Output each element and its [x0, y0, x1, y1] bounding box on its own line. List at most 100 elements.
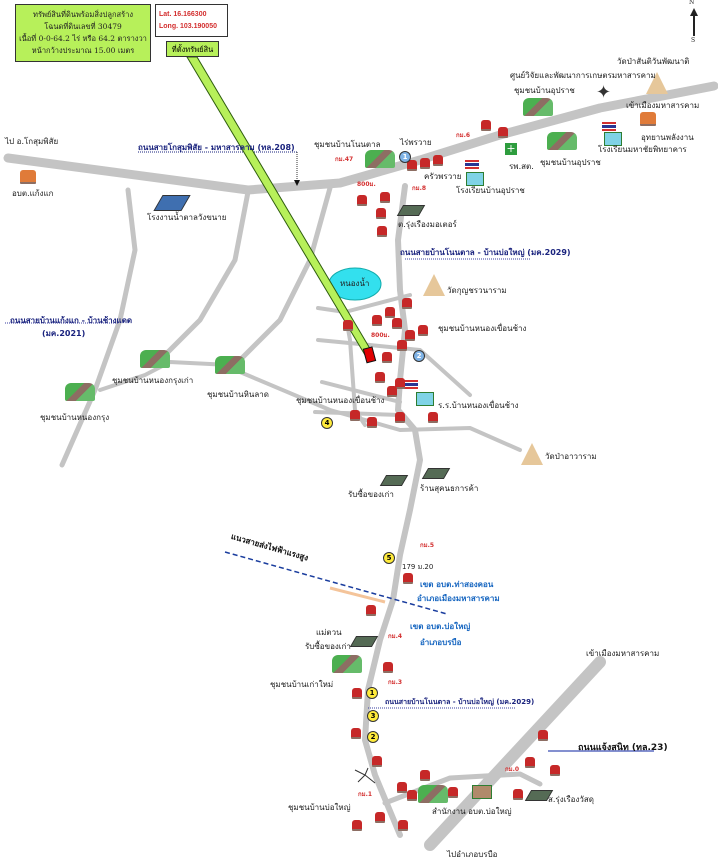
place-label: ชุมชนบ้านหนองกรุง [40, 413, 110, 422]
house-icon [433, 155, 443, 166]
house-icon [403, 573, 413, 584]
school-icon [604, 132, 622, 146]
place-label: โรงงานน้ำตาลวังขนาย [147, 213, 227, 222]
info-line: ทรัพย์สินที่ดินพร้อมสิ่งปลูกสร้าง [33, 10, 133, 19]
place-label: ชุมชนบ้านโนนตาล [314, 140, 381, 149]
property-pointer [186, 56, 373, 356]
energy-park-icon [640, 112, 656, 126]
house-icon [366, 605, 376, 616]
house-icon [481, 120, 491, 131]
road-to-office [382, 771, 543, 806]
health-center-icon: + [505, 142, 517, 155]
zone-mueang-district: อำเภอเมืองมหาสารคาม [417, 594, 500, 603]
place-label: ชุมชนบ้านหินลาด [207, 390, 269, 399]
place-label: ไปอำเภอบรบือ [447, 850, 498, 859]
house-icon [398, 820, 408, 831]
zone-boyai: เขต อบต.บ่อใหญ่ [410, 622, 471, 631]
number-marker: 2 [413, 350, 425, 362]
road-label-23: ถนนแจ้งสนิท (ทล.23) [578, 743, 668, 753]
place-label: ต.รุ่งเรืองมอเตอร์ [398, 220, 457, 229]
community-icon [140, 350, 170, 368]
bridge-icon [354, 767, 376, 784]
house-icon [402, 298, 412, 309]
compass-south: S [691, 37, 696, 44]
house-icon [538, 730, 548, 741]
road-highway-23 [424, 656, 606, 851]
place-label: 179 ม.20 [402, 563, 434, 571]
place-label: โรงเรียนมหาชัยพิทยาคาร [598, 145, 687, 154]
place-label: แม่ตวน [316, 628, 342, 637]
community-icon [418, 785, 448, 803]
place-label: ชุมชนบ้านอุปราช [514, 86, 575, 95]
house-icon [405, 330, 415, 341]
house-icon [395, 378, 405, 389]
property-parcel [362, 346, 377, 364]
house-icon [397, 340, 407, 351]
community-icon [215, 356, 245, 374]
house-icon [420, 158, 430, 169]
road-label-208: ถนนสายโกสุมพิสัย - มหาสารคาม (ทล.208) [138, 143, 295, 152]
flag-icon [602, 122, 616, 131]
house-icon [351, 728, 361, 739]
house-icon [375, 812, 385, 823]
place-label: ชุมชนบ้านเก่าใหม่ [270, 680, 334, 689]
house-icon [383, 662, 393, 673]
compass-north: N [689, 0, 695, 6]
distance-marker: 800ม. [357, 181, 376, 188]
number-marker: 3 [367, 710, 379, 722]
place-label: ชุมชนบ้านบ่อใหญ่ [288, 803, 351, 812]
sao-office-icon [20, 170, 36, 184]
house-icon [513, 789, 523, 800]
house-icon [377, 226, 387, 237]
info-line: โฉนดที่ดินเลขที่ 30479 [44, 22, 122, 31]
house-icon [382, 352, 392, 363]
place-label: ชุมชนบ้านอุปราช [540, 158, 601, 167]
school-icon [466, 172, 484, 186]
house-icon [395, 412, 405, 423]
place-label: เข้าเมืองมหาสารคาม [626, 101, 700, 110]
road-village-link [98, 360, 232, 392]
place-label: ชุมชนบ้านหนองเขื่อนช้าง [438, 324, 527, 333]
house-icon [380, 192, 390, 203]
garuda-emblem-icon: ✦ [596, 82, 612, 103]
km-marker: กม.0 [505, 766, 520, 773]
place-label: อบต.แก้งแก [12, 189, 54, 198]
place-label: วัดป่าอาวาราม [545, 452, 597, 461]
place-label: อุทยานพลังงาน [641, 133, 694, 142]
place-label: โรงเรียนบ้านอุปราช [456, 186, 525, 195]
road-label-2029-top: ถนนสายบ้านโนนตาล - บ้านบ่อใหญ่ (มค.2029) [400, 248, 571, 257]
coordinates-box: Lat. 16.166300 Long. 103.190050 [155, 4, 228, 37]
property-location-label: ที่ตั้งทรัพย์สิน [166, 41, 219, 57]
road-local-3 [343, 293, 412, 314]
community-icon [365, 150, 395, 168]
place-label: สำนักงาน อบต.บ่อใหญ่ [432, 807, 512, 816]
community-icon [332, 655, 362, 673]
house-icon [387, 386, 397, 397]
community-icon [547, 132, 577, 150]
road-west-2 [157, 189, 251, 363]
number-marker: 1 [366, 687, 378, 699]
info-line: เนื้อที่ 0-0-64.2 ไร่ หรือ 64.2 ตารางวา [19, 34, 147, 43]
sao-boyai-office-icon [472, 785, 492, 799]
place-label: ร.ร.บ้านหนองเขื่อนช้าง [438, 401, 519, 410]
road-hinlad [238, 370, 522, 452]
longitude: Long. 103.190050 [159, 23, 217, 30]
community-icon [523, 98, 553, 116]
house-icon [428, 412, 438, 423]
house-icon [448, 787, 458, 798]
place-label: ศูนย์วิจัยและพัฒนาการเกษตรมหาสารคาม [510, 71, 656, 80]
road-label-2021: ถนนสายบ้านแก้งแก - บ้านช้างแดด [10, 316, 133, 325]
info-line: หน้ากว้างประมาณ 15.00 เมตร [31, 46, 135, 55]
house-icon [343, 320, 353, 331]
house-icon [498, 127, 508, 138]
km-marker: กม.47 [335, 156, 354, 163]
place-label: เข้าเมืองมหาสารคาม [586, 649, 660, 658]
house-icon [375, 372, 385, 383]
compass-icon [690, 8, 698, 36]
place-label: ไร่พรวาย [400, 138, 432, 147]
house-icon [407, 160, 417, 171]
latitude: Lat. 16.166300 [159, 11, 207, 18]
road-label-2021-code: (มค.2021) [42, 329, 86, 338]
boundary-line [329, 586, 386, 604]
